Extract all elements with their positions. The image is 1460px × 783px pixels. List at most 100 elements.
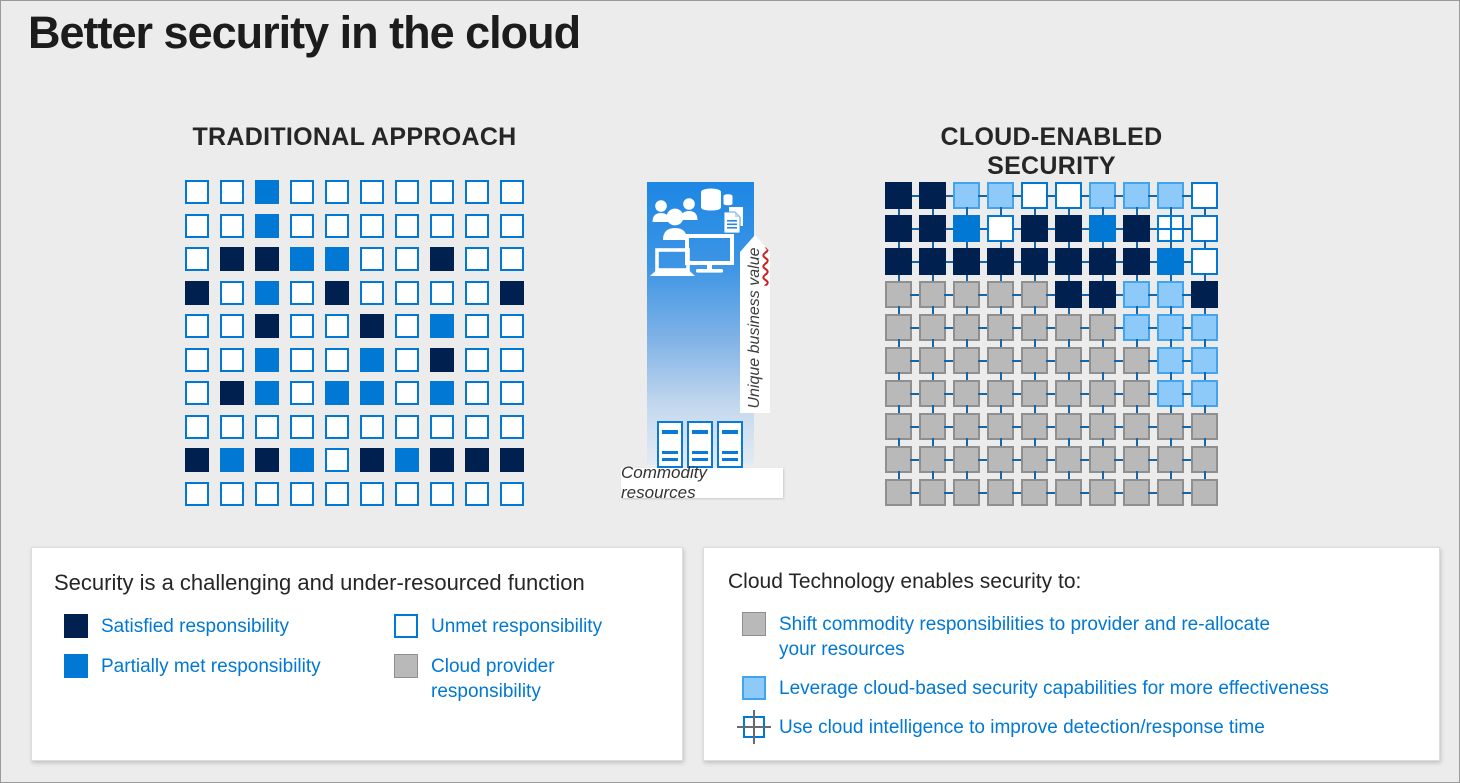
grid-cell-cloud-provider-responsibility xyxy=(1157,413,1191,446)
grid-cell-unmet-responsibility xyxy=(360,180,384,204)
grid-cell-partially-met-responsibility xyxy=(290,448,314,472)
legend-label: Leverage cloud-based security capabiliti… xyxy=(779,678,1329,699)
node-swatch-icon xyxy=(737,710,771,744)
grid-cell-cloud-provider-responsibility xyxy=(1021,380,1055,413)
grid-cell-cloud-provider-responsibility xyxy=(919,479,953,506)
grid-cell-unmet-responsibility xyxy=(1191,248,1218,281)
grid-cell-cloud-provider-responsibility xyxy=(1089,380,1123,413)
grid-cell-partially-met-responsibility xyxy=(953,215,989,250)
legend-label: Partially met responsibility xyxy=(101,656,321,677)
grid-cell-cloud-provider-responsibility xyxy=(1089,479,1123,506)
grid-cell-cloud-provider-responsibility xyxy=(919,413,953,446)
grid-cell-unmet-responsibility xyxy=(395,247,419,271)
grid-cell-satisfied-responsibility xyxy=(360,448,384,472)
grid-cell-satisfied-responsibility xyxy=(185,448,209,472)
grid-cell-unmet-responsibility xyxy=(220,347,244,372)
grid-cell-cloud-security-capability xyxy=(1157,314,1191,347)
grid-cell-satisfied-responsibility xyxy=(500,448,524,472)
grid-cell-cloud-security-capability xyxy=(1123,314,1157,347)
laptop-icon xyxy=(650,248,695,276)
grid-cell-cloud-provider-responsibility xyxy=(1123,413,1157,446)
grid-cell-unmet-responsibility xyxy=(465,414,489,439)
grid-cell-cloud-provider-responsibility xyxy=(1021,347,1055,380)
grid-cell-unmet-responsibility xyxy=(185,481,209,506)
grid-cell-satisfied-responsibility xyxy=(1123,215,1159,250)
legend-item: Cloud provider responsibility xyxy=(394,654,682,704)
legend-item: Leverage cloud-based security capabiliti… xyxy=(742,676,1439,701)
people-icon xyxy=(652,198,698,240)
grid-cell-cloud-provider-responsibility xyxy=(885,347,919,380)
grid-cell-partially-met-responsibility xyxy=(395,448,419,472)
grid-cell-unmet-responsibility xyxy=(1055,182,1089,215)
navy-swatch-icon xyxy=(64,614,88,638)
grid-cell-partially-met-responsibility xyxy=(1089,215,1125,250)
grid-cell-unmet-responsibility xyxy=(395,314,419,338)
grid-cell-unmet-responsibility xyxy=(1021,182,1055,215)
value-icons xyxy=(650,188,743,276)
ribbon-label: Unique business value xyxy=(746,247,763,409)
grid-cell-partially-met-responsibility xyxy=(360,347,384,372)
grid-cell-cloud-security-capability xyxy=(1123,281,1157,314)
grid-cell-partially-met-responsibility xyxy=(290,247,314,271)
legend-item: Unmet responsibility xyxy=(394,614,682,639)
grid-cell-satisfied-responsibility xyxy=(885,215,921,250)
grid-cell-satisfied-responsibility xyxy=(1055,248,1091,283)
grid-cell-cloud-provider-responsibility xyxy=(1157,446,1191,479)
grid-cell-satisfied-responsibility xyxy=(953,248,989,283)
grid-cell-cloud-provider-responsibility xyxy=(987,413,1021,446)
grid-cell-cloud-provider-responsibility xyxy=(885,380,919,413)
grid-cell-cloud-provider-responsibility xyxy=(953,281,987,314)
grid-cell-unmet-responsibility xyxy=(465,247,489,271)
legend-item: Shift commodity responsibilities to prov… xyxy=(742,612,1439,662)
grid-cell-unmet-responsibility xyxy=(465,347,489,372)
grid-cell-unmet-responsibility xyxy=(395,180,419,204)
grid-cell-unmet-responsibility xyxy=(185,314,209,338)
grid-cell-unmet-responsibility xyxy=(325,314,349,338)
grid-cell-unmet-responsibility xyxy=(465,381,489,405)
grid-cell-partially-met-responsibility xyxy=(360,381,384,405)
grid-cell-cloud-security-capability xyxy=(1089,182,1123,215)
grid-cell-cloud-provider-responsibility xyxy=(1021,314,1055,347)
grid-cell-cloud-security-capability xyxy=(1157,281,1191,314)
grid-cell-unmet-responsibility xyxy=(325,180,349,204)
grid-cell-cloud-provider-responsibility xyxy=(1089,413,1123,446)
grid-cell-cloud-security-capability xyxy=(1123,182,1157,215)
grid-cell-satisfied-responsibility xyxy=(500,280,524,305)
grid-cell-partially-met-responsibility xyxy=(255,213,279,238)
grid-cell-cloud-provider-responsibility xyxy=(1191,479,1218,506)
grid-cell-satisfied-responsibility xyxy=(255,314,279,338)
grid-cell-satisfied-responsibility xyxy=(919,215,955,250)
grid-cell-cloud-provider-responsibility xyxy=(1021,479,1055,506)
traditional-legend-title: Security is a challenging and under-reso… xyxy=(54,570,585,595)
grid-cell-unmet-responsibility xyxy=(290,481,314,506)
grid-cell-unmet-responsibility xyxy=(220,481,244,506)
grid-cell-cloud-provider-responsibility xyxy=(1021,413,1055,446)
grid-cell-cloud-provider-responsibility xyxy=(1089,446,1123,479)
grid-cell-cloud-provider-responsibility xyxy=(1123,380,1157,413)
grid-cell-cloud-security-capability xyxy=(1157,380,1191,413)
grid-cell-satisfied-responsibility xyxy=(220,247,244,271)
grid-cell-unmet-responsibility xyxy=(185,347,209,372)
grid-cell-cloud-provider-responsibility xyxy=(987,347,1021,380)
grid-cell-satisfied-responsibility xyxy=(430,347,454,372)
grid-cell-unmet-responsibility xyxy=(465,280,489,305)
grid-cell-partially-met-responsibility xyxy=(255,180,279,204)
grid-cell-cloud-provider-responsibility xyxy=(1021,281,1055,314)
grid-cell-satisfied-responsibility xyxy=(185,280,209,305)
grid-cell-unmet-responsibility xyxy=(185,414,209,439)
grid-cell-unmet-responsibility xyxy=(500,414,524,439)
grid-cell-partially-met-responsibility xyxy=(255,381,279,405)
grid-cell-unmet-responsibility xyxy=(255,414,279,439)
grid-cell-cloud-intelligence-node xyxy=(1157,215,1191,248)
grid-cell-satisfied-responsibility xyxy=(430,247,454,271)
grid-cell-satisfied-responsibility xyxy=(1021,215,1057,250)
cloud-legend-box: Cloud Technology enables security to: Sh… xyxy=(703,547,1440,761)
grid-cell-cloud-provider-responsibility xyxy=(1055,446,1089,479)
grid-cell-unmet-responsibility xyxy=(290,414,314,439)
grid-cell-unmet-responsibility xyxy=(220,213,244,238)
grid-cell-partially-met-responsibility xyxy=(325,247,349,271)
grid-cell-cloud-provider-responsibility xyxy=(987,281,1021,314)
grid-cell-cloud-provider-responsibility xyxy=(953,446,987,479)
grid-cell-unmet-responsibility xyxy=(395,481,419,506)
